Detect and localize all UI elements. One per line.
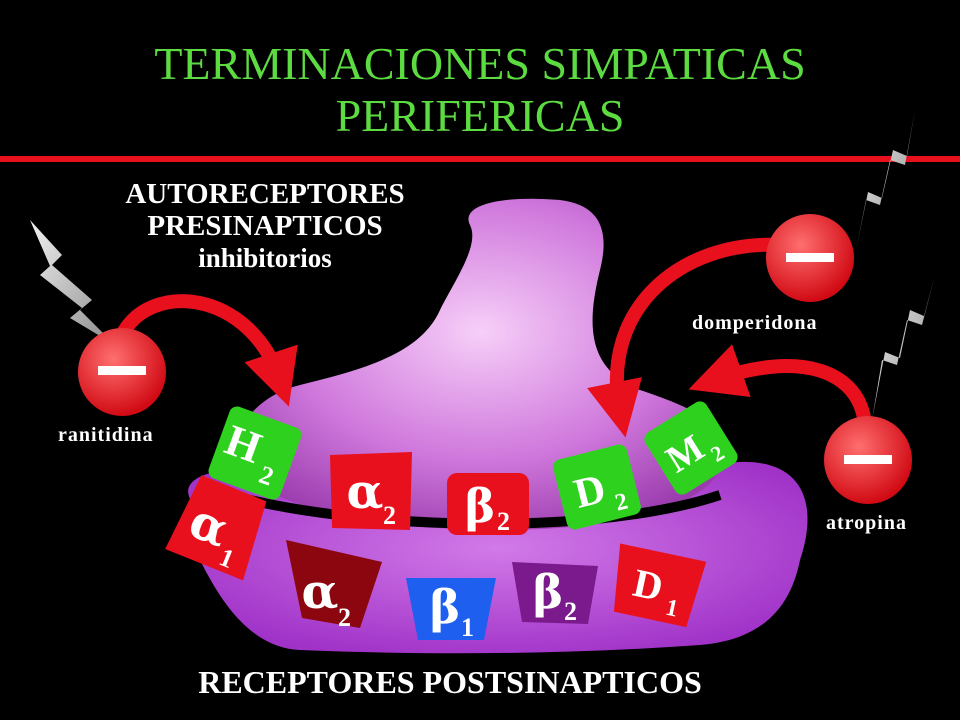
receptor-d1-sub: 1	[663, 595, 680, 623]
receptor-alpha2-post: α 2	[286, 540, 382, 632]
receptor-alpha2-pre-letter: α	[347, 464, 384, 520]
presynaptic-label: AUTORECEPTORES PRESINAPTICOS inhibitorio…	[60, 178, 470, 274]
receptor-alpha2-post-letter: α	[302, 564, 339, 620]
receptor-alpha2-pre: α 2	[330, 452, 412, 530]
presynaptic-line-1: AUTORECEPTORES	[125, 178, 405, 210]
drug-domperidona: domperidona	[692, 312, 818, 334]
receptor-beta2-post: β 2	[512, 562, 598, 626]
receptor-alpha2-pre-sub: 2	[383, 501, 396, 530]
title-line-1: TERMINACIONES SIMPATICAS	[154, 38, 806, 89]
receptor-beta2-pre: β 2	[447, 473, 529, 536]
receptor-d1: D 1	[613, 543, 707, 628]
inhibit-circle-ranitidina	[78, 328, 166, 416]
receptor-beta1-letter: β	[430, 580, 461, 634]
bolt-icon-bottom-right	[872, 275, 935, 420]
receptor-beta2-post-letter: β	[533, 565, 564, 619]
receptor-beta2-pre-sub: 2	[497, 507, 510, 536]
drug-ranitidina: ranitidina	[58, 424, 154, 446]
receptor-m2: M 2	[644, 401, 738, 495]
bolt-icon-left	[30, 220, 115, 345]
receptor-beta2-pre-letter: β	[465, 479, 496, 533]
arrow-domperidona	[587, 237, 781, 438]
title-divider	[0, 156, 960, 162]
inhibit-circle-atropina	[824, 416, 912, 504]
page-title: TERMINACIONES SIMPATICAS PERIFERICAS	[0, 38, 960, 142]
receptor-alpha2-post-sub: 2	[338, 603, 351, 632]
presynaptic-terminal	[236, 198, 726, 530]
drug-atropina: atropina	[826, 512, 907, 534]
receptor-alpha1: α 1	[165, 475, 267, 581]
presynaptic-line-3: inhibitorios	[198, 243, 332, 273]
bolt-icon-top-right	[856, 110, 915, 250]
postsynaptic-label: RECEPTORES POSTSINAPTICOS	[198, 664, 702, 700]
arrow-ranitidina	[115, 294, 298, 407]
receptor-beta1: β 1	[406, 578, 496, 642]
inhibit-circle-domperidona	[766, 214, 854, 302]
receptor-h2: H 2	[208, 406, 302, 500]
arrow-atropina	[688, 344, 872, 426]
receptor-beta2-post-sub: 2	[564, 597, 577, 626]
receptor-beta1-sub: 1	[461, 613, 474, 642]
title-line-2: PERIFERICAS	[335, 90, 625, 141]
receptor-d2: D 2	[553, 444, 641, 530]
presynaptic-line-2: PRESINAPTICOS	[147, 210, 383, 242]
